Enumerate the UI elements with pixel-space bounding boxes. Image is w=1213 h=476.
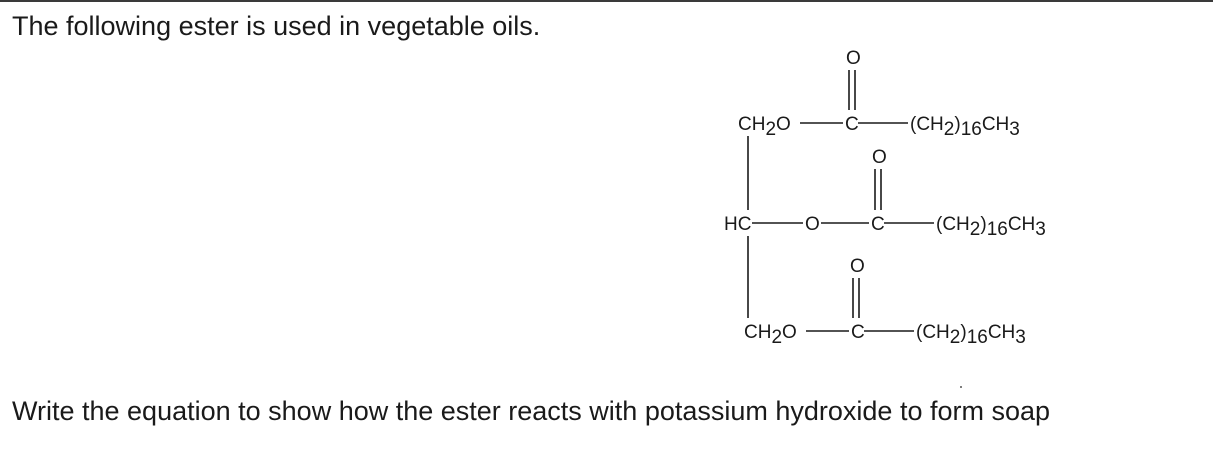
row-top: CH2O C (CH2)16CH3 O — [738, 48, 1020, 140]
stray-mark — [960, 386, 962, 388]
carbon-bottom: C — [851, 322, 865, 343]
carbonyl-o-middle: O — [872, 147, 887, 168]
row-middle: HC O C (CH2)16CH3 O — [724, 147, 1046, 240]
ch2-top-label: CH2O — [738, 114, 791, 140]
carbonyl-o-bottom: O — [850, 256, 865, 277]
ch2-bottom-label: CH2O — [744, 322, 797, 348]
chain-middle-label: (CH2)16CH3 — [936, 214, 1046, 240]
top-border — [0, 0, 1213, 2]
chain-top-label: (CH2)16CH3 — [910, 114, 1020, 140]
row-bottom: CH2O C (CH2)16CH3 O — [744, 256, 1026, 348]
question-prompt: Write the equation to show how the ester… — [12, 396, 1051, 426]
chain-bottom-label: (CH2)16CH3 — [916, 322, 1026, 348]
carbonyl-o-top: O — [846, 48, 861, 69]
ester-o-middle: O — [805, 214, 820, 235]
question-intro: The following ester is used in vegetable… — [12, 11, 541, 41]
carbon-top: C — [845, 114, 859, 135]
carbon-middle: C — [871, 214, 885, 235]
hc-label: HC — [724, 214, 751, 235]
